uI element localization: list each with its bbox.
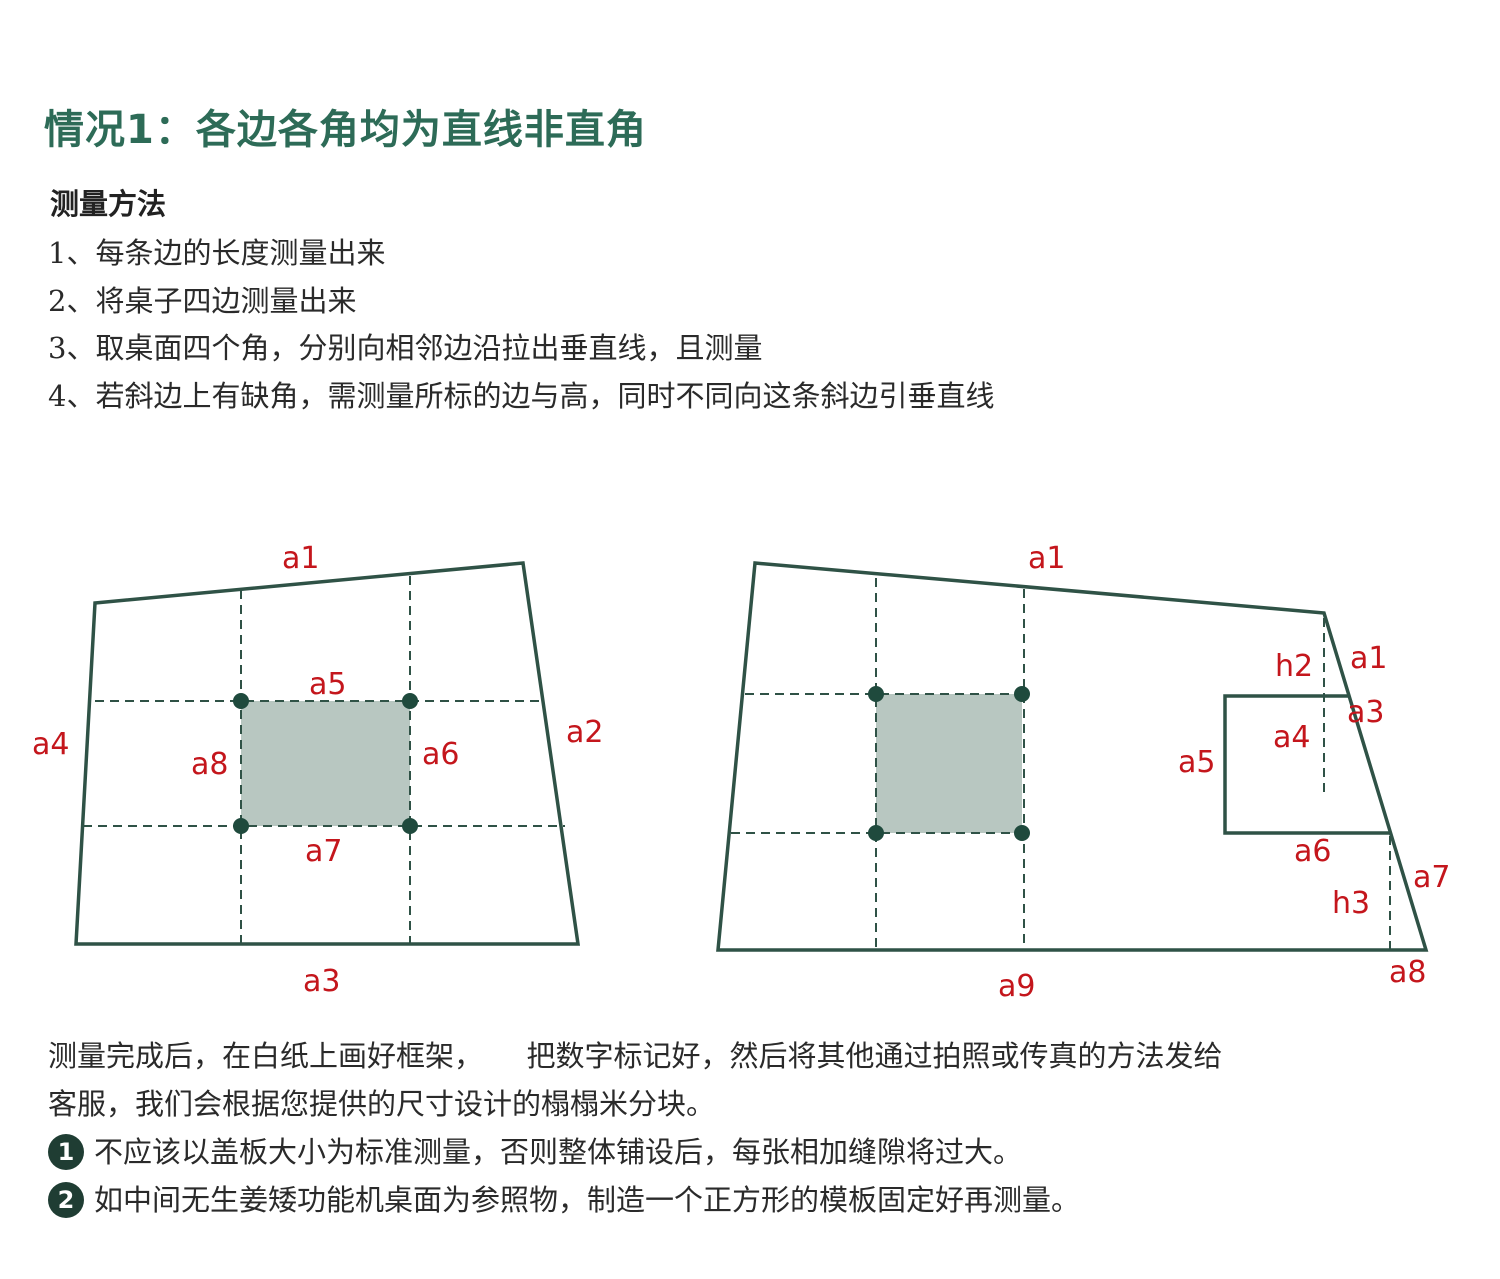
right-label-a5: a5 xyxy=(1178,745,1215,780)
instruction-line: 客服，我们会根据您提供的尺寸设计的榻榻米分块。 xyxy=(48,1087,716,1121)
note-item: 1 不应该以盖板大小为标准测量，否则整体铺设后，每张相加缝隙将过大。 xyxy=(48,1128,1448,1176)
left-dashed-guides xyxy=(83,576,565,944)
right-label-h2: h2 xyxy=(1275,649,1313,684)
left-label-a8: a8 xyxy=(191,747,228,782)
right-label-a6: a6 xyxy=(1294,834,1331,869)
method-step: 1、每条边的长度测量出来 xyxy=(48,236,386,270)
right-label-a1-side: a1 xyxy=(1350,641,1387,676)
note-text: 不应该以盖板大小为标准测量，否则整体铺设后，每张相加缝隙将过大。 xyxy=(94,1135,1023,1169)
left-diagram: a1 a2 a3 a4 a5 a6 a7 a8 xyxy=(32,541,603,999)
right-label-a4: a4 xyxy=(1273,720,1310,755)
left-label-a5: a5 xyxy=(309,667,346,702)
left-label-a6: a6 xyxy=(422,737,459,772)
right-diagram: a1 h2 a1 a3 a4 a5 a6 a7 h3 a8 a9 xyxy=(716,541,1450,1004)
left-label-a1: a1 xyxy=(282,541,319,576)
right-label-a7: a7 xyxy=(1413,860,1450,895)
note-text: 如中间无生姜矮功能机桌面为参照物，制造一个正方形的模板固定好再测量。 xyxy=(94,1183,1081,1217)
method-heading: 测量方法 xyxy=(50,187,167,221)
method-step: 3、取桌面四个角，分别向相邻边沿拉出垂直线，且测量 xyxy=(48,331,763,365)
right-label-a3: a3 xyxy=(1347,695,1384,730)
number-badge-1: 1 xyxy=(48,1134,84,1170)
right-label-h3: h3 xyxy=(1332,886,1370,921)
right-dashed-guides xyxy=(731,578,1391,950)
right-label-a1-top: a1 xyxy=(1028,541,1065,576)
right-corner-dots xyxy=(868,686,1030,841)
left-table-outline xyxy=(74,561,581,946)
left-label-a2: a2 xyxy=(566,715,603,750)
left-corner-dots xyxy=(233,693,418,834)
left-label-a3: a3 xyxy=(303,964,340,999)
right-table-outline xyxy=(716,561,1429,952)
note-item: 2 如中间无生姜矮功能机桌面为参照物，制造一个正方形的模板固定好再测量。 xyxy=(48,1176,1448,1224)
page-title: 情况1：各边各角均为直线非直角 xyxy=(44,107,647,153)
method-step: 4、若斜边上有缺角，需测量所标的边与高，同时不同向这条斜边引垂直线 xyxy=(48,378,995,413)
right-center-square xyxy=(876,694,1022,833)
method-steps: 1、每条边的长度测量出来 2、将桌子四边测量出来 3、取桌面四个角，分别向相邻边… xyxy=(48,230,994,420)
measurement-diagrams: a1 a2 a3 a4 a5 a6 a7 a8 a1 h2 a1 a3 a xyxy=(32,541,1450,1004)
instructions-section: 测量完成后，在白纸上画好框架， 把数字标记好，然后将其他通过拍照或传真的方法发给… xyxy=(48,1032,1448,1224)
left-label-a4: a4 xyxy=(32,727,69,762)
left-label-a7: a7 xyxy=(305,834,342,869)
left-center-square xyxy=(241,701,410,826)
right-notch-outline xyxy=(1223,694,1390,835)
right-label-a8: a8 xyxy=(1389,955,1426,990)
method-step: 2、将桌子四边测量出来 xyxy=(48,283,357,318)
right-label-a9: a9 xyxy=(998,969,1035,1004)
number-badge-2: 2 xyxy=(48,1182,84,1218)
instruction-line: 测量完成后，在白纸上画好框架， 把数字标记好，然后将其他通过拍照或传真的方法发给 xyxy=(48,1039,1223,1073)
